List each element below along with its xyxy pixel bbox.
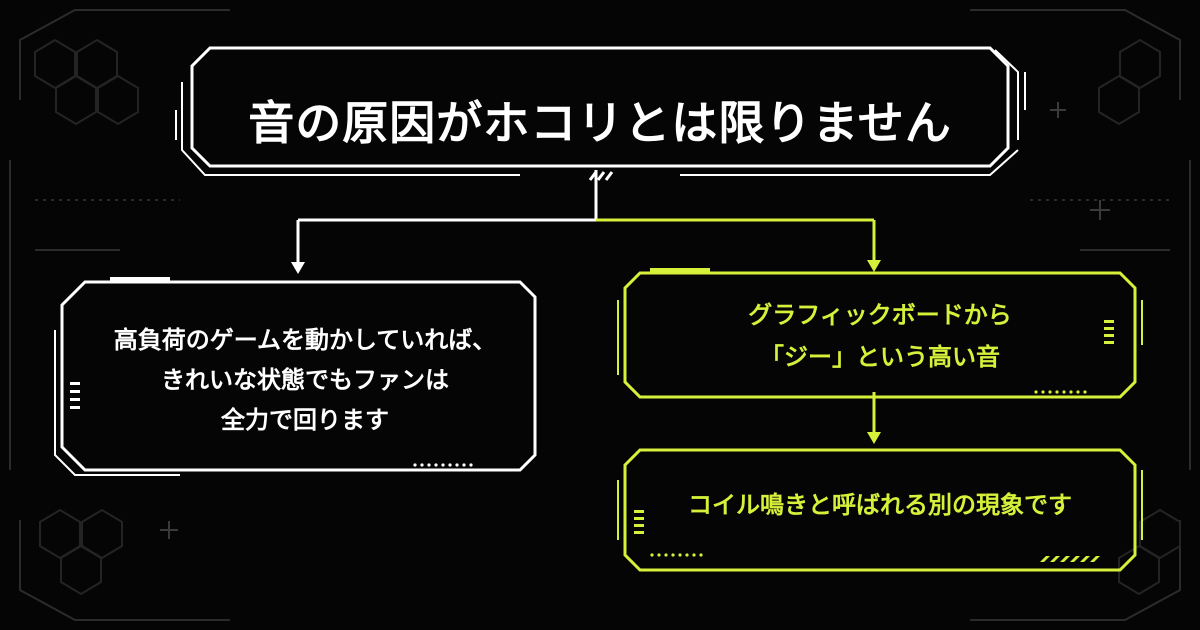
connector-right — [596, 218, 876, 260]
title-frame — [175, 46, 1026, 176]
left-box-line-2: きれいな状態でもファンは — [161, 366, 449, 394]
left-box: 高負荷のゲームを動かしていれば、 きれいな状態でもファンは 全力で回ります — [70, 295, 540, 465]
right-top-box-accents — [650, 268, 1114, 394]
hexagon-decor — [34, 38, 1181, 596]
left-box-line-3: 全力で回ります — [221, 406, 389, 434]
right-bottom-box-accents — [634, 510, 1100, 562]
diagram-title: 音の原因がホコリとは限りません — [190, 70, 1010, 170]
right-bottom-box: コイル鳴きと呼ばれる別の現象です — [630, 455, 1130, 555]
right-top-box: グラフィックボードから 「ジー」という高い音 — [630, 282, 1130, 390]
left-box-accents — [70, 277, 473, 467]
plus-decor — [160, 102, 1110, 539]
right-bottom-box-line-1: コイル鳴きと呼ばれる別の現象です — [688, 491, 1072, 519]
title-frame-accents — [588, 171, 614, 181]
background-hud-decor — [9, 9, 1191, 621]
right-bottom-box-frame — [617, 448, 1143, 572]
arrow-head-lower — [867, 432, 881, 444]
arrow-head-left — [291, 262, 305, 274]
diagram-title-text: 音の原因がホコリとは限りません — [248, 96, 952, 150]
right-top-box-line-2: 「ジー」という高い音 — [760, 343, 1000, 371]
left-box-line-1: 高負荷のゲームを動かしていれば、 — [113, 326, 497, 354]
left-box-frame — [54, 280, 537, 476]
right-top-box-frame — [617, 271, 1143, 399]
right-top-box-line-1: グラフィックボードから — [748, 301, 1012, 329]
connector-root — [296, 170, 598, 262]
arrow-head-right — [867, 260, 881, 272]
